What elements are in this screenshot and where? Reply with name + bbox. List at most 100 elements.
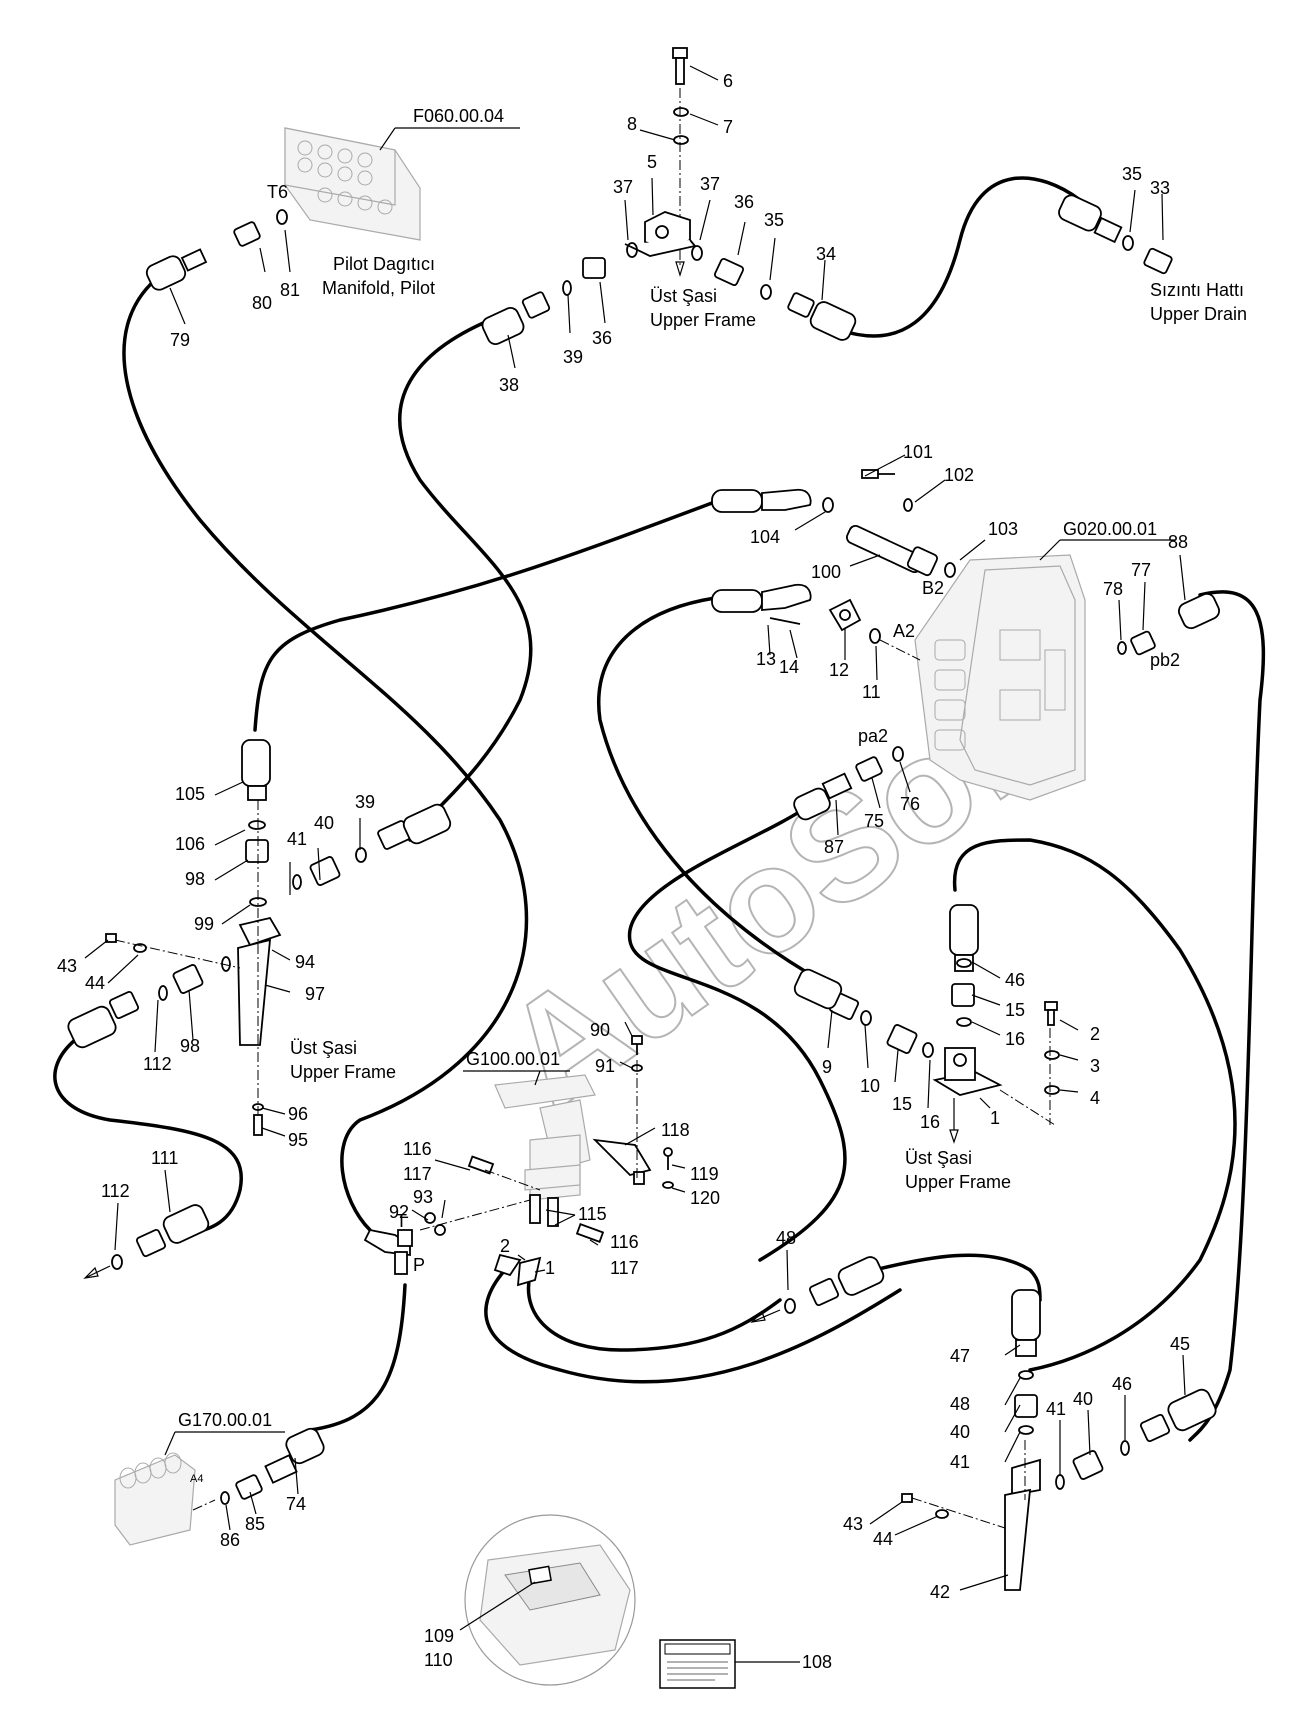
pedal-valve-ref: G100.00.01 (466, 1049, 560, 1069)
callout: 40 (950, 1422, 970, 1442)
frame-label-tr-left: Üst Şasi (290, 1038, 357, 1058)
callout: 9 (822, 1057, 832, 1077)
hose-34 (838, 176, 1082, 338)
fittings-79-80-81 (145, 209, 288, 291)
b2-fittings (711, 469, 956, 578)
callout: 105 (175, 784, 205, 804)
fittings-34-35-36 (713, 257, 857, 341)
frame-label-en-top: Upper Frame (650, 310, 756, 330)
callout: 34 (816, 244, 836, 264)
callout: 109 (424, 1626, 454, 1646)
solenoid-block-ref: G170.00.01 (178, 1410, 272, 1430)
callout: 15 (892, 1094, 912, 1114)
callout: 118 (661, 1120, 690, 1140)
callout: 101 (903, 442, 933, 462)
callout: 43 (57, 956, 77, 976)
a2-fittings (711, 583, 921, 661)
callout: 45 (1170, 1334, 1190, 1354)
callout: 76 (900, 794, 920, 814)
port-a4-label: A4 (190, 1473, 203, 1485)
callout: 2 (500, 1236, 510, 1256)
callout: 96 (288, 1104, 308, 1124)
callout: 115 (578, 1204, 607, 1224)
callout: 104 (750, 527, 780, 547)
callout: 38 (499, 375, 519, 395)
callout: 41 (287, 829, 307, 849)
callout: 46 (1112, 1374, 1132, 1394)
callout: 36 (734, 192, 754, 212)
port-pa2-label: pa2 (858, 726, 888, 746)
callout: 87 (824, 837, 844, 857)
hose-79 (122, 278, 529, 1232)
hose-87 (627, 803, 847, 1262)
hose-88 (1188, 590, 1266, 1442)
callout: 119 (690, 1164, 719, 1184)
callout: 100 (811, 562, 841, 582)
cab-detail-circle (464, 1514, 636, 1686)
callout: 2 (1090, 1024, 1100, 1044)
callout: 106 (175, 834, 205, 854)
callout: 90 (590, 1020, 610, 1040)
hose-lines (53, 176, 1266, 1442)
callout: 3 (1090, 1056, 1100, 1076)
callout: 4 (1090, 1088, 1100, 1108)
port-p-label: P (413, 1255, 425, 1275)
callout: 16 (920, 1112, 940, 1132)
tee-fitting-5 (624, 47, 703, 278)
hose-pedal-return (484, 1268, 902, 1384)
warning-decal (659, 1639, 736, 1689)
callout: 48 (950, 1394, 970, 1414)
callout: 88 (1168, 532, 1188, 552)
callout: 112 (101, 1181, 130, 1201)
callout: 44 (873, 1529, 893, 1549)
callout: 86 (220, 1530, 240, 1550)
port-b2-label: B2 (922, 578, 944, 598)
callout: 37 (613, 177, 633, 197)
callout: 93 (413, 1187, 433, 1207)
pilot-manifold-label-en: Manifold, Pilot (322, 278, 435, 298)
callout: 103 (988, 519, 1018, 539)
frame-label-en-left: Upper Frame (290, 1062, 396, 1082)
callout: 99 (194, 914, 214, 934)
callout: 1 (990, 1108, 1000, 1128)
callout: 46 (1005, 970, 1025, 990)
port-t6-label: T6 (267, 182, 288, 202)
fittings-47-48 (750, 1256, 885, 1323)
callout: 7 (723, 117, 733, 137)
callout: 91 (595, 1056, 615, 1076)
callout: 39 (355, 792, 375, 812)
callout: 39 (563, 347, 583, 367)
callout: 41 (950, 1452, 970, 1472)
callout: 112 (143, 1054, 172, 1074)
hose-48 (853, 1253, 1042, 1302)
callout: 108 (802, 1652, 832, 1672)
control-valve (914, 539, 1175, 801)
callout: 6 (723, 71, 733, 91)
frame-label-tr-top: Üst Şasi (650, 286, 717, 306)
callout: 15 (1005, 1000, 1025, 1020)
callout: 11 (862, 682, 881, 702)
callout: 33 (1150, 178, 1170, 198)
solenoid-block (114, 1427, 325, 1546)
callout: 111 (151, 1148, 178, 1168)
control-valve-ref: G020.00.01 (1063, 519, 1157, 539)
callout: 13 (756, 649, 776, 669)
callout: 110 (424, 1650, 453, 1670)
callout: 77 (1131, 560, 1151, 580)
hose-112 (53, 1038, 243, 1237)
callout: 98 (185, 869, 205, 889)
callout: 35 (764, 210, 784, 230)
callout-numbers: 6 7 8 5 37 37 36 35 34 35 33 80 81 79 39… (57, 71, 1190, 1672)
hose-38 (398, 318, 533, 842)
callout: 80 (252, 293, 272, 313)
callout: 14 (779, 657, 799, 677)
callout: 36 (592, 328, 612, 348)
port-pb2-label: pb2 (1150, 650, 1180, 670)
pilot-manifold (284, 127, 520, 241)
callout: 16 (1005, 1029, 1025, 1049)
callout: 44 (85, 973, 105, 993)
callout: 75 (864, 811, 884, 831)
pb2-fittings (1117, 592, 1220, 656)
drain-label-en: Upper Drain (1150, 304, 1247, 324)
callout: 94 (295, 952, 315, 972)
